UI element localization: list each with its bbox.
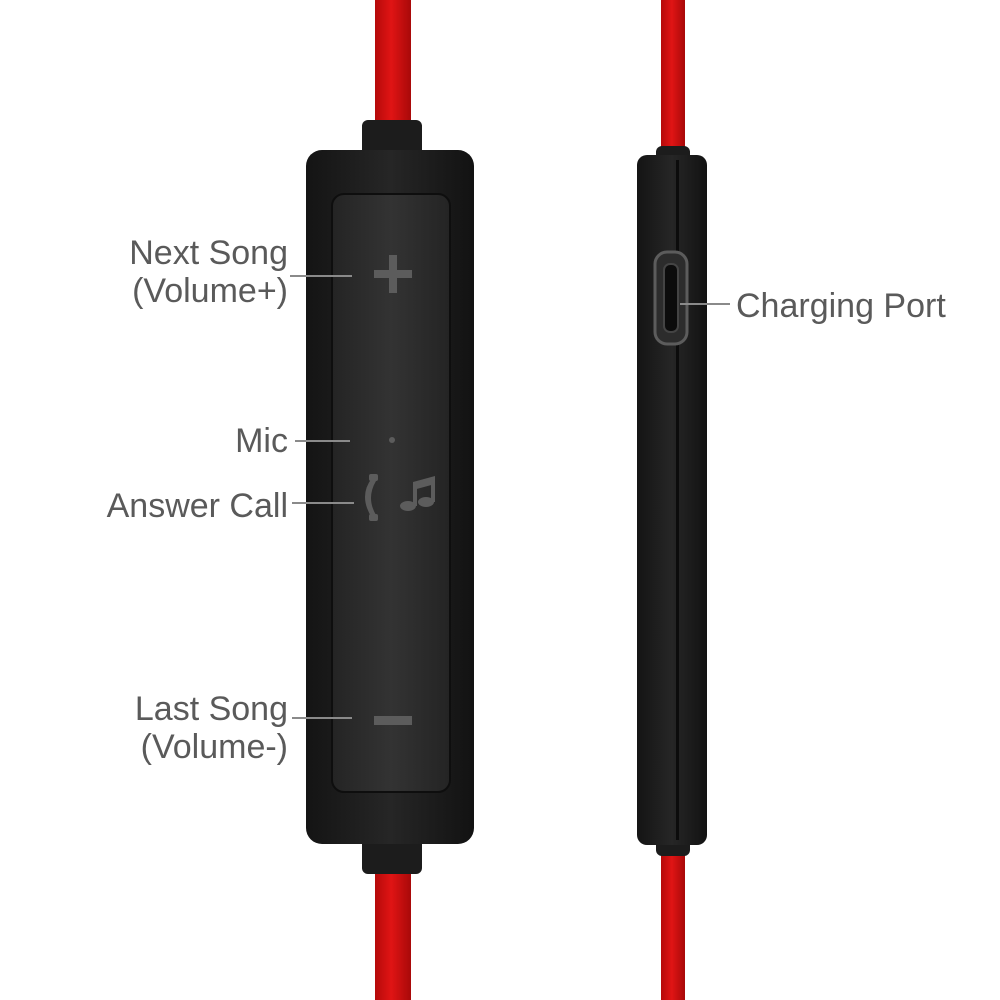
- plus-icon[interactable]: [374, 255, 412, 293]
- label-next-song-sub: (Volume+): [132, 272, 288, 310]
- label-last-song-title: Last Song: [134, 690, 288, 728]
- label-next-song: Next Song (Volume+): [129, 234, 288, 310]
- mic-hole-icon: [389, 437, 395, 443]
- left-strain-relief-bottom: [362, 836, 422, 874]
- label-mic: Mic: [235, 422, 288, 460]
- label-next-song-title: Next Song: [129, 234, 288, 272]
- button-panel[interactable]: [331, 193, 451, 793]
- label-last-song: Last Song (Volume-): [135, 690, 288, 766]
- micro-usb-port-icon[interactable]: [653, 250, 689, 346]
- right-cable-top: [661, 0, 685, 152]
- label-last-song-sub: (Volume-): [140, 728, 288, 766]
- music-note-icon: [400, 476, 435, 511]
- left-strain-relief-top: [362, 120, 422, 158]
- label-answer-call: Answer Call: [107, 487, 288, 525]
- left-cable-bottom: [375, 860, 411, 1000]
- label-mic-text: Mic: [235, 422, 288, 460]
- label-charging-port: Charging Port: [736, 287, 946, 325]
- label-charging-port-text: Charging Port: [736, 287, 946, 325]
- right-cable-bottom: [661, 850, 685, 1000]
- left-cable-top: [375, 0, 411, 130]
- label-answer-call-text: Answer Call: [106, 487, 288, 525]
- phone-icon: [365, 474, 378, 521]
- minus-icon[interactable]: [374, 716, 412, 725]
- remote-side-edge: [676, 160, 679, 840]
